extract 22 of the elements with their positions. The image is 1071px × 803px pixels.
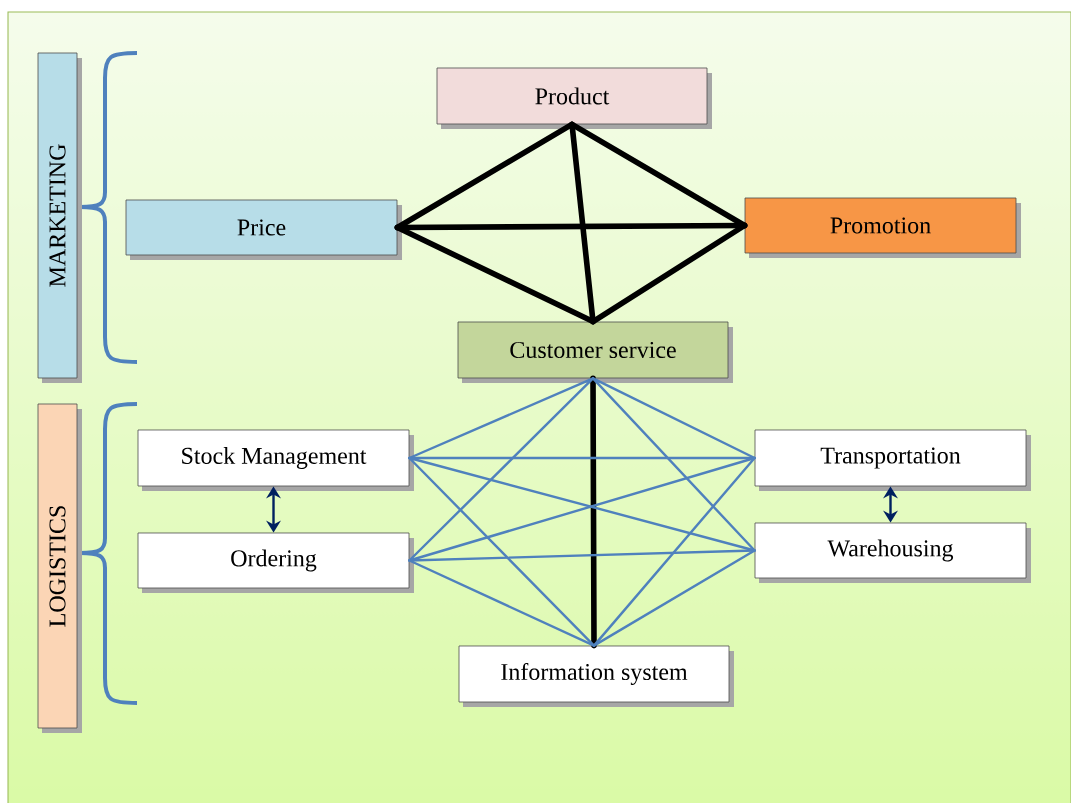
connector-line — [590, 375, 597, 649]
section-band: MARKETING — [37, 52, 82, 383]
process-box: Promotion — [744, 197, 1021, 258]
process-box: Information system — [458, 645, 734, 707]
process-box: Warehousing — [754, 522, 1031, 583]
process-box: Price — [125, 199, 402, 260]
connector-line — [592, 549, 756, 647]
process-box: Product — [436, 67, 712, 129]
section-band: LOGISTICS — [37, 403, 82, 733]
process-box: Transportation — [754, 429, 1031, 491]
connector-line — [592, 456, 756, 647]
process-box: Ordering — [137, 532, 414, 593]
connector-line — [590, 222, 748, 325]
process-box: Customer service — [457, 321, 733, 383]
connector-line — [394, 222, 748, 231]
connector-line — [408, 377, 595, 562]
connector-line — [408, 456, 596, 647]
connector-line — [408, 559, 596, 647]
connector-line — [591, 377, 756, 552]
process-box: Stock Management — [137, 429, 414, 491]
connector-line — [408, 549, 756, 562]
connector-line — [394, 224, 596, 325]
